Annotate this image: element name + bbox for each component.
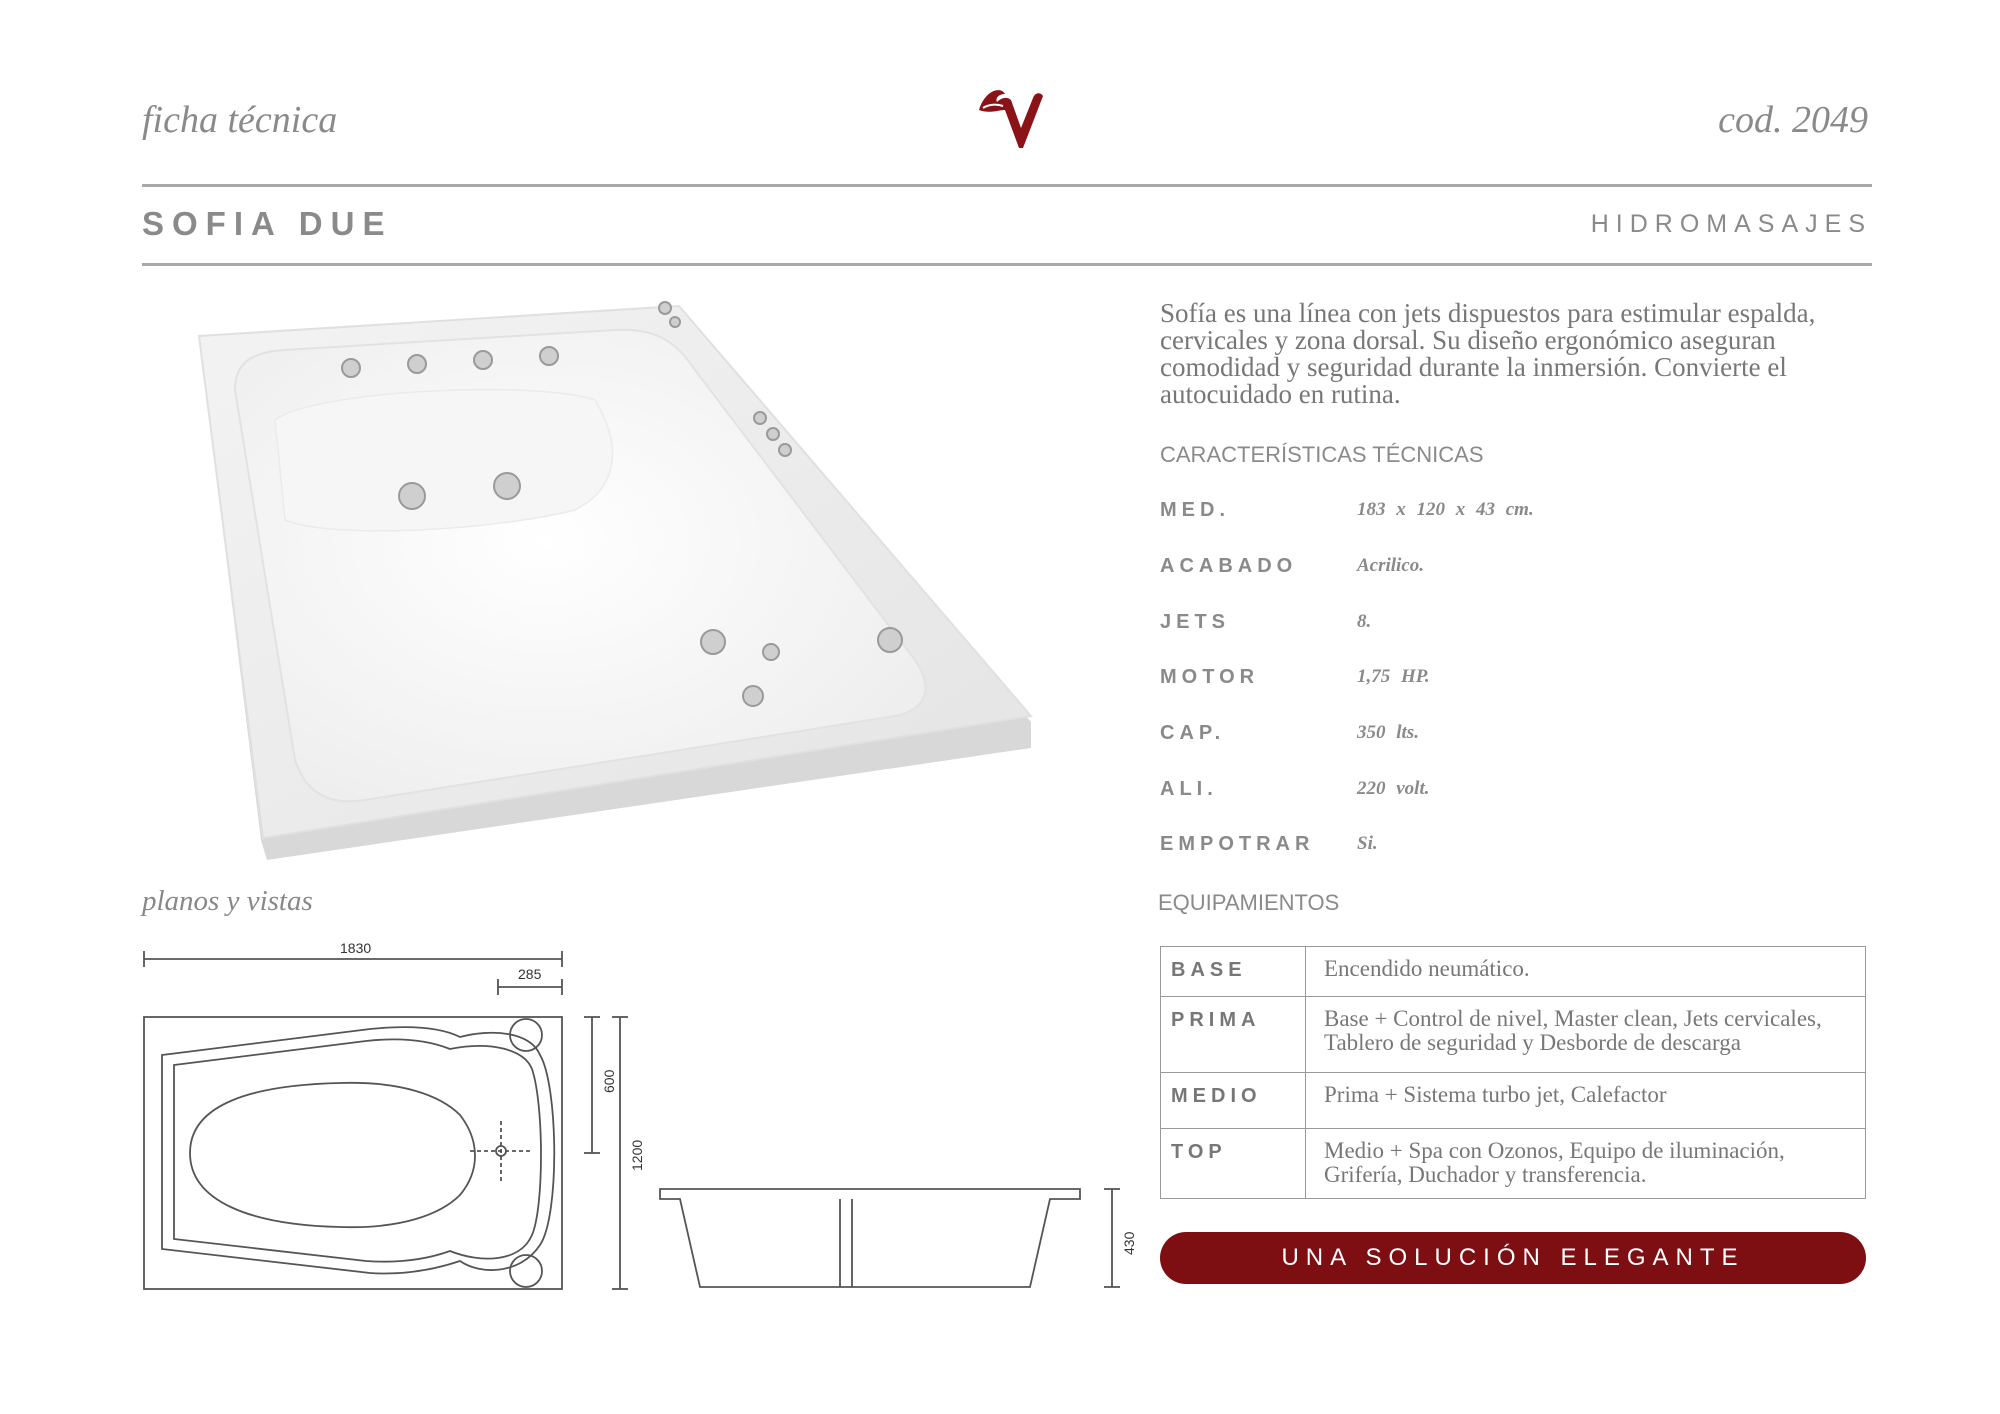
title-divider	[142, 263, 1872, 266]
equipment-level: BASE	[1160, 946, 1306, 997]
spec-row-empotrar: EMPOTRAR Si.	[1160, 833, 1880, 873]
spec-label: ALI.	[1160, 778, 1218, 800]
spec-label: ACABADO	[1160, 555, 1298, 577]
spec-value: 8.	[1357, 611, 1372, 632]
product-description: Sofía es una línea con jets dispuestos p…	[1160, 298, 1816, 409]
product-code: cod. 2049	[1718, 99, 1868, 141]
dim-half-width: 600	[601, 1069, 617, 1093]
spec-row-motor: MOTOR 1,75 HP.	[1160, 666, 1880, 706]
spec-row-acabado: ACABADO Acrilico.	[1160, 555, 1880, 595]
table-row: TOP Medio + Spa con Ozonos, Equipo de il…	[1160, 1128, 1866, 1199]
doc-type-label: ficha técnica	[142, 99, 338, 141]
spec-value: 350 lts.	[1357, 722, 1419, 743]
specs-heading: CARACTERÍSTICAS TÉCNICAS	[1160, 442, 1484, 467]
table-row: PRIMA Base + Control de nivel, Master cl…	[1160, 996, 1866, 1073]
spec-value: Si.	[1357, 833, 1378, 854]
product-category: HIDROMASAJES	[1590, 210, 1872, 238]
spec-value: 1,75 HP.	[1357, 666, 1430, 687]
product-photo	[197, 301, 1033, 860]
spec-label: EMPOTRAR	[1160, 833, 1315, 855]
plans-heading: planos y vistas	[142, 885, 313, 917]
spec-row-cap: CAP. 350 lts.	[1160, 722, 1880, 762]
equipment-detail: Encendido neumático.	[1305, 946, 1866, 997]
equipment-level: MEDIO	[1160, 1072, 1306, 1129]
spec-label: CAP.	[1160, 722, 1226, 744]
dim-length: 1830	[340, 940, 371, 956]
spec-label: MED.	[1160, 499, 1230, 521]
equipment-detail: Medio + Spa con Ozonos, Equipo de ilumin…	[1305, 1128, 1866, 1199]
equipment-heading: EQUIPAMIENTOS	[1158, 890, 1340, 915]
spec-value: 220 volt.	[1357, 778, 1430, 799]
equipment-level: TOP	[1160, 1128, 1306, 1199]
slogan-banner: UNA SOLUCIÓN ELEGANTE	[1160, 1232, 1866, 1284]
equipment-table: BASE Encendido neumático. PRIMA Base + C…	[1160, 946, 1866, 1199]
equipment-detail: Prima + Sistema turbo jet, Calefactor	[1305, 1072, 1866, 1129]
dim-height: 430	[1121, 1231, 1137, 1255]
equipment-detail: Base + Control de nivel, Master clean, J…	[1305, 996, 1866, 1073]
spec-label: MOTOR	[1160, 666, 1260, 688]
equipment-level: PRIMA	[1160, 996, 1306, 1073]
spec-label: JETS	[1160, 611, 1231, 633]
spec-value: 183 x 120 x 43 cm.	[1357, 499, 1534, 520]
table-row: MEDIO Prima + Sistema turbo jet, Calefac…	[1160, 1072, 1866, 1129]
spec-value: Acrilico.	[1357, 555, 1425, 576]
dim-width: 1200	[629, 1140, 645, 1171]
product-name: SOFIA DUE	[142, 205, 393, 242]
header-divider	[142, 184, 1872, 187]
technical-drawing: 1830 285 600 1200 430	[143, 940, 1137, 1290]
spec-row-med: MED. 183 x 120 x 43 cm.	[1160, 499, 1880, 539]
spec-row-ali: ALI. 220 volt.	[1160, 778, 1880, 818]
brand-logo-icon	[979, 90, 1043, 148]
table-row: BASE Encendido neumático.	[1160, 946, 1866, 997]
dim-offset: 285	[518, 966, 542, 982]
jet-icon	[341, 301, 903, 707]
spec-row-jets: JETS 8.	[1160, 611, 1880, 651]
